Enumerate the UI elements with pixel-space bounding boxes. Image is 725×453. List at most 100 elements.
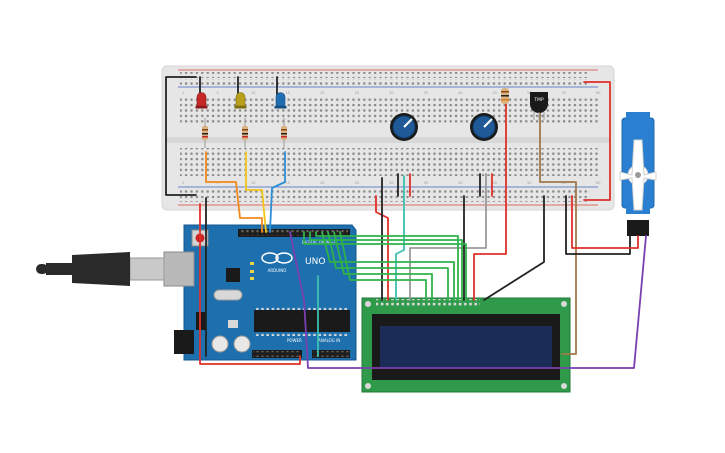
breadboard-column-label: 50 [527, 181, 531, 185]
wire-blue-led[interactable] [269, 151, 286, 233]
breadboard-column-label: 35 [424, 91, 428, 95]
servo-connector [627, 220, 649, 236]
resistor-led-red [202, 118, 208, 148]
arduino-model-text: UNO [305, 257, 325, 267]
lcd-pin-header [376, 299, 480, 307]
potentiometer-1[interactable] [390, 113, 418, 141]
usb-plug-body [72, 252, 130, 286]
wire-black-left-rail[interactable] [165, 76, 197, 196]
crystal [213, 289, 243, 301]
breadboard-column-label: 40 [458, 181, 462, 185]
wire-teal-pot1-wiper[interactable] [395, 175, 405, 301]
led-yellow [234, 92, 247, 109]
potentiometer-2[interactable] [470, 113, 498, 141]
led-red [195, 92, 208, 109]
breadboard-column-label: 25 [355, 181, 359, 185]
breadboard-column-label: 1 [182, 181, 184, 185]
wire-red-servo[interactable] [571, 195, 639, 249]
atmega-chip [254, 310, 350, 332]
servo-ear-top [626, 112, 650, 120]
lcd-mount-hole-tr [561, 301, 567, 307]
usb-cable-strain [46, 263, 74, 275]
wire-black-servo[interactable] [565, 195, 631, 255]
wire-green-lcd-5[interactable] [327, 231, 449, 301]
led-tx-indicator [250, 270, 254, 273]
wire-green-lcd-1[interactable] [303, 231, 467, 301]
power-header-pins [253, 351, 301, 357]
usb-cable [36, 252, 165, 286]
center-channel [166, 137, 610, 143]
breadboard-column-label: 40 [458, 91, 462, 95]
lcd-16x2 [361, 297, 571, 393]
wire-red-resistor[interactable] [473, 89, 507, 301]
bottom-power-rail-2 [180, 196, 590, 202]
lcd-mount-hole-tl [365, 301, 371, 307]
wire-purple-servo[interactable] [361, 235, 647, 369]
usb-chip [226, 268, 240, 282]
resistor-led-blue [281, 118, 287, 148]
capacitor-1 [228, 320, 238, 328]
regulator [196, 312, 206, 330]
breadboard-column-label: 50 [527, 91, 531, 95]
breadboard-column-label: 10 [251, 91, 255, 95]
wire-yellow-led[interactable] [245, 151, 267, 233]
analog-label: ANALOG IN [318, 338, 340, 343]
digital-label: DIGITAL (PWM~) [302, 240, 336, 245]
wire-brown-tmp[interactable] [539, 111, 577, 355]
wire-green-lcd-3[interactable] [315, 231, 459, 301]
resistor-led-yellow [242, 118, 248, 148]
capacitor-3 [233, 335, 251, 353]
wires [165, 76, 647, 369]
led-l-indicator [250, 262, 254, 265]
lower-terminal-strip [180, 148, 600, 176]
breadboard-column-label: 20 [320, 91, 324, 95]
breadboard-column-label: 20 [320, 181, 324, 185]
breadboard-column-label: 5 [217, 181, 219, 185]
wire-black-tmp[interactable] [483, 195, 545, 301]
usb-plug-metal [129, 257, 165, 281]
wire-green-lcd-4[interactable] [321, 231, 455, 301]
wire-green-lcd-2[interactable] [309, 231, 463, 301]
usb-cable-end [36, 264, 48, 274]
capacitor-2 [211, 335, 229, 353]
breadboard-column-label: 25 [355, 91, 359, 95]
lcd-mount-hole-br [561, 383, 567, 389]
temperature-sensor: TMP [530, 92, 548, 120]
digital-header-pins [240, 230, 348, 236]
wire-orange-led[interactable] [205, 151, 263, 233]
breadboard-column-label: 45 [493, 91, 497, 95]
wire-green-lcd-7[interactable] [339, 231, 427, 301]
breadboard-column-label: 55 [562, 91, 566, 95]
wire-green-lcd-6[interactable] [333, 231, 433, 301]
top-power-rail-2 [180, 79, 590, 85]
bottom-power-rail-1 [180, 189, 590, 195]
analog-header-pins [313, 351, 349, 357]
wire-purple-tmp-analog[interactable] [289, 231, 363, 369]
servo-motor [619, 112, 657, 236]
wire-red-5v-arduino[interactable] [199, 203, 301, 365]
breadboard-column-label: 60 [596, 91, 600, 95]
breadboard-column-label: 35 [424, 181, 428, 185]
breadboard-column-label: 45 [493, 181, 497, 185]
usb-port [163, 251, 195, 287]
power-label: POWER [287, 338, 302, 343]
breadboard-column-label: 5 [217, 91, 219, 95]
power-jack [174, 330, 194, 354]
top-power-rail-1 [180, 72, 590, 78]
breadboard-column-label: 10 [251, 181, 255, 185]
arduino-uno-board: ARDUINO UNO DIGITAL (PWM~) POWER ANALOG … [163, 224, 357, 361]
breadboard-column-label: 30 [389, 91, 393, 95]
arduino-brand-text: ARDUINO [268, 268, 287, 273]
breadboard-column-label: 1 [182, 91, 184, 95]
breadboard-column-label: 15 [286, 181, 290, 185]
tmp-label: TMP [533, 97, 544, 103]
lcd-mount-hole-bl [365, 383, 371, 389]
led-rx-indicator [250, 277, 254, 280]
wire-red-right-rail[interactable] [583, 81, 611, 201]
led-blue [274, 92, 287, 109]
breadboard-column-label: 55 [562, 181, 566, 185]
